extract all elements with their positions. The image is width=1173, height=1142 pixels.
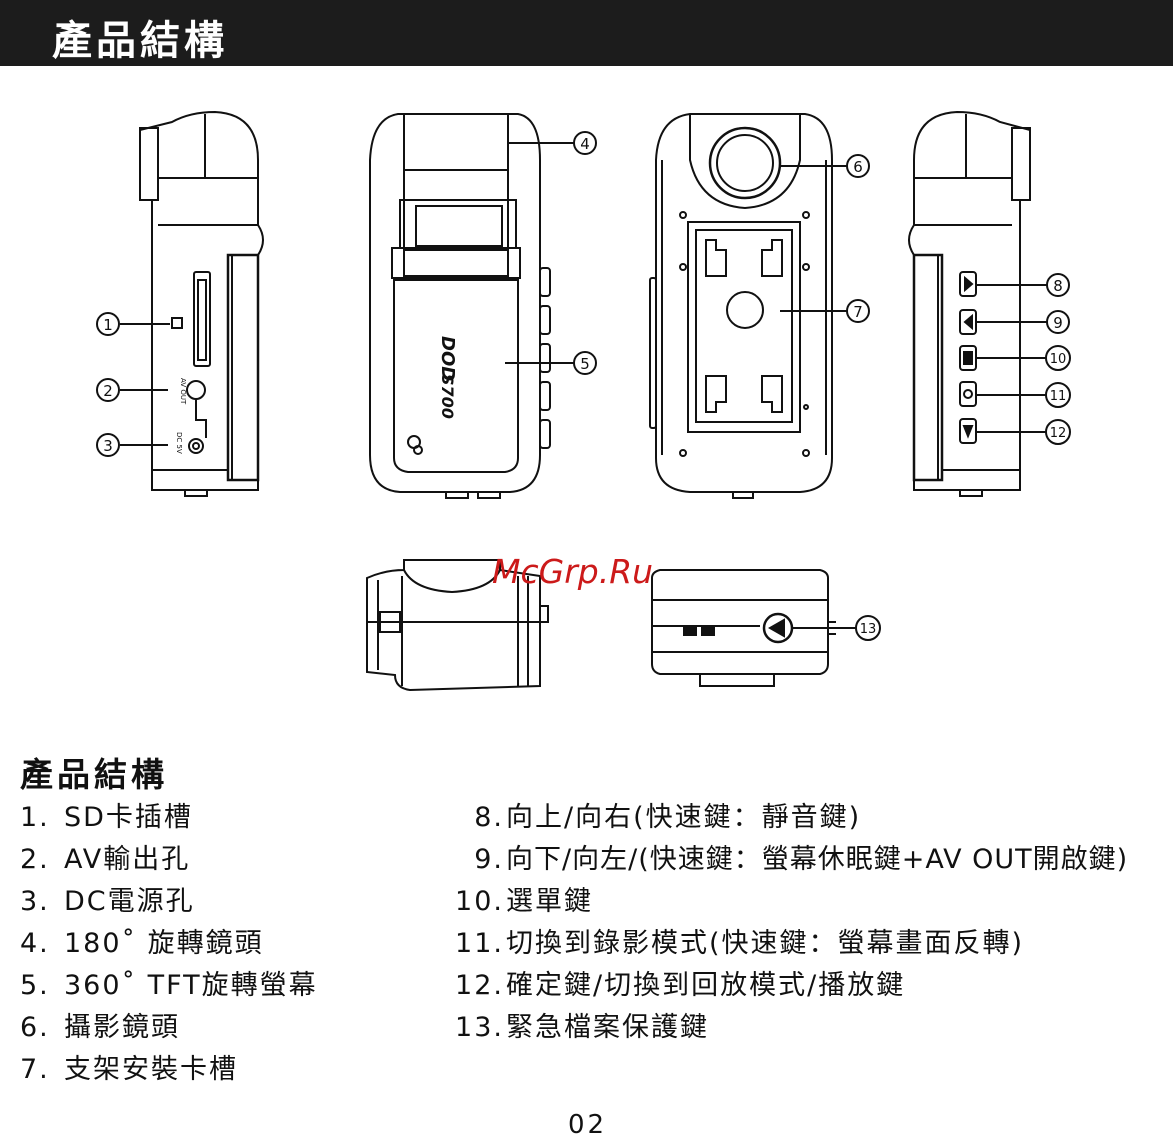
parts-list-right: 8.向上/向右(快速鍵：靜音鍵) 9.向下/向左/(快速鍵：螢幕休眠鍵+AV O… bbox=[450, 797, 1128, 1049]
callout-3: 3 bbox=[97, 434, 168, 456]
av-out-label: AV OUT bbox=[179, 378, 187, 405]
svg-text:4: 4 bbox=[580, 135, 590, 153]
list-item: 5.360˚ TFT旋轉螢幕 bbox=[20, 965, 318, 1007]
list-item: 8.向上/向右(快速鍵：靜音鍵) bbox=[450, 797, 1128, 839]
callout-4: 4 bbox=[508, 132, 596, 154]
svg-text:11: 11 bbox=[1050, 389, 1067, 404]
svg-text:1: 1 bbox=[103, 316, 113, 334]
list-item: 11.切換到錄影模式(快速鍵：螢幕畫面反轉) bbox=[450, 923, 1128, 965]
section-title: 產品結構 bbox=[20, 748, 168, 796]
dc-5v-label: DC 5V bbox=[175, 432, 183, 454]
side-view-right bbox=[909, 112, 1030, 496]
svg-text:12: 12 bbox=[1050, 426, 1067, 441]
back-view bbox=[650, 114, 832, 498]
list-item: 7.支架安裝卡槽 bbox=[20, 1049, 318, 1091]
header-bar: 產品結構 bbox=[0, 0, 1173, 66]
callout-11: 11 bbox=[976, 383, 1070, 407]
callout-13: 13 bbox=[792, 616, 880, 640]
list-item: 13.緊急檔案保護鍵 bbox=[450, 1007, 1128, 1049]
svg-text:3: 3 bbox=[103, 437, 113, 455]
page-title: 產品結構 bbox=[52, 8, 228, 66]
callout-9: 9 bbox=[976, 311, 1069, 333]
svg-text:7: 7 bbox=[853, 303, 863, 321]
svg-text:5: 5 bbox=[580, 355, 590, 373]
svg-text:2: 2 bbox=[103, 382, 113, 400]
front-view: DOD S700 bbox=[370, 114, 550, 498]
callout-6: 6 bbox=[780, 155, 869, 177]
list-item: 9.向下/向左/(快速鍵：螢幕休眠鍵+AV OUT開啟鍵) bbox=[450, 839, 1128, 881]
callout-2: 2 bbox=[97, 379, 168, 401]
svg-text:8: 8 bbox=[1053, 277, 1063, 295]
svg-text:9: 9 bbox=[1053, 314, 1063, 332]
svg-text:13: 13 bbox=[860, 622, 877, 637]
svg-text:6: 6 bbox=[853, 158, 863, 176]
list-item: 10.選單鍵 bbox=[450, 881, 1128, 923]
callout-12: 12 bbox=[976, 420, 1070, 444]
page-number: 02 bbox=[568, 1110, 607, 1140]
watermark: McGrp.Ru bbox=[492, 552, 653, 591]
list-item: 4.180˚ 旋轉鏡頭 bbox=[20, 923, 318, 965]
product-diagram: AV OUT DC 5V 1 2 3 DOD S700 bbox=[0, 66, 1173, 706]
parts-list-left: 1.SD卡插槽 2.AV輸出孔 3.DC電源孔 4.180˚ 旋轉鏡頭 5.36… bbox=[20, 797, 318, 1091]
list-item: 3.DC電源孔 bbox=[20, 881, 318, 923]
side-view-left: AV OUT DC 5V bbox=[140, 112, 263, 496]
list-item: 12.確定鍵/切換到回放模式/播放鍵 bbox=[450, 965, 1128, 1007]
list-item: 1.SD卡插槽 bbox=[20, 797, 318, 839]
callout-10: 10 bbox=[976, 346, 1070, 370]
model-label: S700 bbox=[438, 374, 457, 419]
svg-text:10: 10 bbox=[1050, 352, 1067, 367]
callout-7: 7 bbox=[780, 300, 869, 322]
callout-8: 8 bbox=[976, 274, 1069, 296]
list-item: 2.AV輸出孔 bbox=[20, 839, 318, 881]
list-item: 6.攝影鏡頭 bbox=[20, 1007, 318, 1049]
callout-1: 1 bbox=[97, 313, 170, 335]
